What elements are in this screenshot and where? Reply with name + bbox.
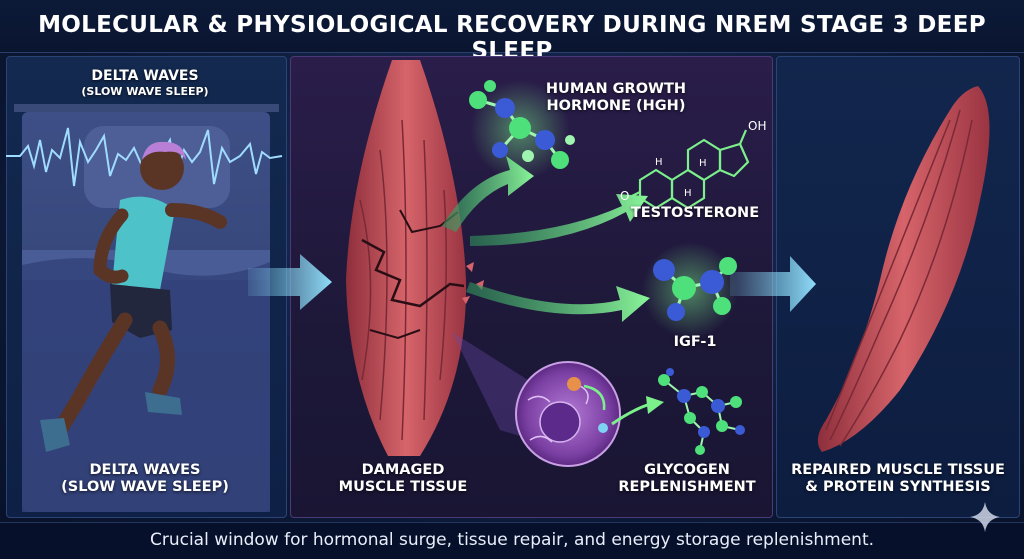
- muscle-icon-repaired: [817, 86, 990, 452]
- glycogen-line2: REPLENISHMENT: [618, 479, 756, 496]
- arrow-to-testosterone: [470, 194, 648, 246]
- page-title: MOLECULAR & PHYSIOLOGICAL RECOVERY DURIN…: [38, 12, 986, 64]
- repaired-muscle-label: REPAIRED MUSCLE TISSUE & PROTEIN SYNTHES…: [780, 462, 1016, 497]
- arrow-to-repaired-muscle: [730, 256, 816, 312]
- arrow-to-damaged-muscle: [248, 254, 332, 310]
- damaged-muscle-label: DAMAGED MUSCLE TISSUE: [318, 462, 488, 497]
- igf-label: IGF-1: [673, 334, 717, 350]
- testosterone-label: TESTOSTERONE: [630, 205, 760, 221]
- hgh-label: HUMAN GROWTH HORMONE (HGH): [516, 81, 716, 116]
- testosterone-h-label-3: H: [655, 157, 663, 168]
- delta-waves-top-subtitle: (SLOW WAVE SLEEP): [81, 84, 209, 98]
- repaired-line2: & PROTEIN SYNTHESIS: [805, 479, 991, 496]
- testosterone-h-label-1: H: [699, 158, 707, 169]
- damaged-line1: DAMAGED: [361, 462, 445, 478]
- molecule-icon-glycogen: [658, 368, 745, 455]
- testosterone-o-label: O: [620, 189, 629, 203]
- delta-waves-top-title: DELTA WAVES: [91, 68, 199, 84]
- molecule-icon-igf: [642, 242, 738, 338]
- caption-bar: [0, 522, 1024, 559]
- arrow-to-igf: [466, 282, 650, 322]
- delta-waves-top-label: DELTA WAVES (SLOW WAVE SLEEP): [20, 68, 270, 98]
- caption-text: Crucial window for hormonal surge, tissu…: [149, 530, 875, 550]
- hgh-line2: HORMONE (HGH): [546, 98, 686, 115]
- delta-waves-bottom-line1: DELTA WAVES: [89, 462, 201, 478]
- damaged-line2: MUSCLE TISSUE: [338, 479, 468, 496]
- delta-waves-bottom-line2: (SLOW WAVE SLEEP): [61, 479, 229, 496]
- muscle-icon: [346, 60, 484, 456]
- brain-icon: [142, 141, 186, 160]
- cell-icon: [515, 361, 664, 467]
- title-bar: [0, 0, 1024, 53]
- molecule-icon-hgh: [469, 80, 575, 180]
- testosterone-oh-label: OH: [748, 119, 766, 133]
- hgh-line1: HUMAN GROWTH: [545, 81, 687, 97]
- delta-waves-bottom-label: DELTA WAVES (SLOW WAVE SLEEP): [20, 462, 270, 497]
- glycogen-label: GLYCOGEN REPLENISHMENT: [602, 462, 772, 497]
- testosterone-h-label-2: H: [684, 188, 692, 199]
- sparkle-icon: [970, 502, 1000, 532]
- sleeping-runner-icon: [40, 141, 227, 452]
- repaired-line1: REPAIRED MUSCLE TISSUE: [791, 462, 1005, 478]
- glycogen-line1: GLYCOGEN: [644, 462, 730, 478]
- testosterone-structure: [631, 129, 750, 210]
- delta-wave-line: [6, 127, 283, 187]
